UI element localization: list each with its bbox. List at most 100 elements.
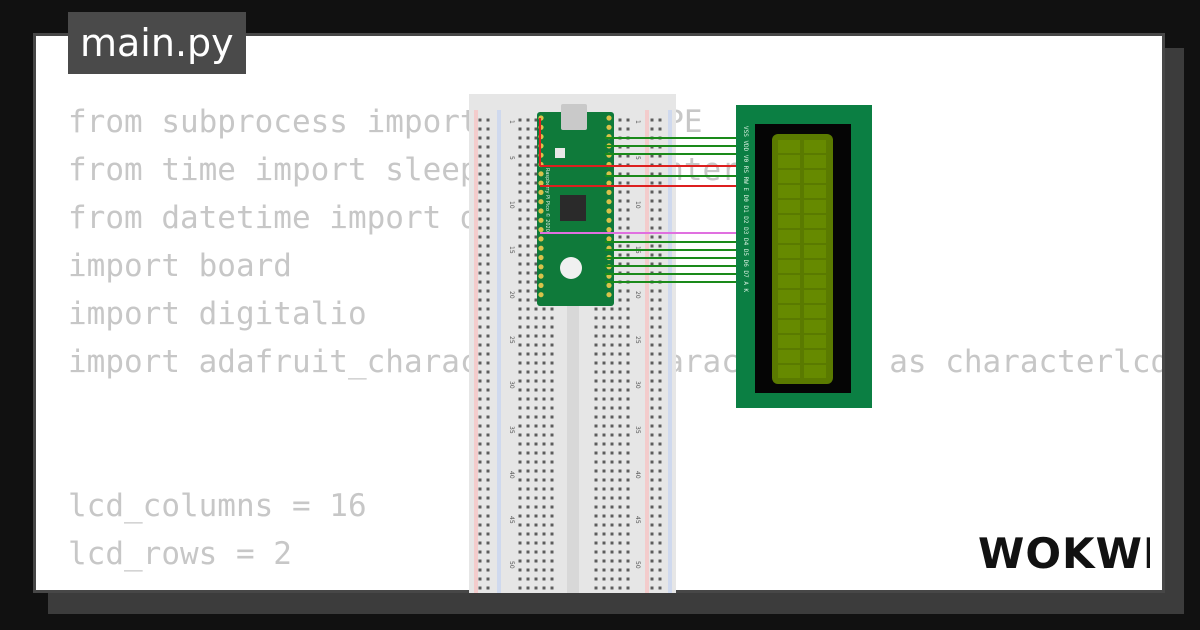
- breadboard-hole: [602, 334, 606, 338]
- breadboard-hole: [602, 478, 606, 482]
- breadboard-hole: [526, 316, 530, 320]
- breadboard-hole: [534, 433, 538, 437]
- breadboard-hole: [650, 442, 654, 446]
- breadboard-hole: [618, 298, 622, 302]
- breadboard-hole: [618, 199, 622, 203]
- breadboard-hole: [626, 190, 630, 194]
- breadboard-hole: [594, 523, 598, 527]
- breadboard-hole: [486, 244, 490, 248]
- breadboard-hole: [518, 478, 522, 482]
- lcd-char-cell: [804, 185, 826, 198]
- breadboard-hole: [478, 514, 482, 518]
- breadboard-hole: [478, 424, 482, 428]
- breadboard-hole: [550, 343, 554, 347]
- breadboard-hole: [550, 433, 554, 437]
- lcd-char-cell: [804, 260, 826, 273]
- breadboard-hole: [478, 181, 482, 185]
- breadboard-hole: [542, 433, 546, 437]
- breadboard-hole: [526, 127, 530, 131]
- breadboard-hole: [618, 307, 622, 311]
- breadboard-hole: [478, 280, 482, 284]
- breadboard-hole: [602, 370, 606, 374]
- breadboard-hole: [650, 172, 654, 176]
- breadboard-hole: [550, 307, 554, 311]
- breadboard-hole: [534, 325, 538, 329]
- breadboard-hole: [626, 298, 630, 302]
- breadboard-hole: [626, 127, 630, 131]
- breadboard-hole: [486, 559, 490, 563]
- breadboard-hole: [658, 181, 662, 185]
- breadboard-hole: [534, 532, 538, 536]
- breadboard-hole: [542, 442, 546, 446]
- breadboard-hole: [518, 550, 522, 554]
- breadboard-hole: [526, 181, 530, 185]
- breadboard-hole: [526, 568, 530, 572]
- breadboard-hole: [618, 226, 622, 230]
- breadboard-hole: [526, 469, 530, 473]
- breadboard-hole: [626, 406, 630, 410]
- breadboard-hole: [602, 316, 606, 320]
- breadboard-hole: [594, 433, 598, 437]
- breadboard-hole: [594, 388, 598, 392]
- breadboard-hole: [478, 442, 482, 446]
- breadboard-hole: [534, 523, 538, 527]
- breadboard-hole: [626, 172, 630, 176]
- breadboard-hole: [542, 514, 546, 518]
- breadboard-hole: [550, 469, 554, 473]
- breadboard-hole: [534, 262, 538, 266]
- breadboard-hole: [550, 460, 554, 464]
- breadboard-hole: [650, 325, 654, 329]
- breadboard-hole: [602, 514, 606, 518]
- breadboard-hole: [486, 289, 490, 293]
- breadboard-hole: [478, 172, 482, 176]
- breadboard-hole: [518, 451, 522, 455]
- pico-board: Raspberry Pi Pico © 2020: [537, 104, 614, 306]
- breadboard-hole: [534, 154, 538, 158]
- breadboard-hole: [658, 577, 662, 581]
- breadboard-hole: [594, 442, 598, 446]
- breadboard-hole: [534, 307, 538, 311]
- breadboard-hole: [626, 469, 630, 473]
- breadboard-hole: [550, 523, 554, 527]
- breadboard-hole: [650, 469, 654, 473]
- breadboard-hole: [658, 217, 662, 221]
- breadboard-hole: [626, 442, 630, 446]
- breadboard-hole: [526, 496, 530, 500]
- breadboard-hole: [478, 559, 482, 563]
- breadboard-hole: [550, 550, 554, 554]
- breadboard-hole: [658, 352, 662, 356]
- raspberry-logo-icon: [560, 257, 582, 279]
- breadboard-hole: [626, 478, 630, 482]
- breadboard-hole: [626, 208, 630, 212]
- breadboard-hole: [626, 352, 630, 356]
- breadboard-hole: [534, 451, 538, 455]
- breadboard-hole: [518, 190, 522, 194]
- breadboard-hole: [486, 568, 490, 572]
- breadboard-hole: [658, 487, 662, 491]
- file-tab[interactable]: main.py: [68, 12, 246, 74]
- pico-pin: [538, 264, 544, 270]
- breadboard-hole: [626, 226, 630, 230]
- breadboard-hole: [542, 541, 546, 545]
- breadboard-hole: [518, 217, 522, 221]
- breadboard-hole: [626, 568, 630, 572]
- breadboard-hole: [542, 505, 546, 509]
- breadboard-hole: [526, 334, 530, 338]
- breadboard-hole: [486, 532, 490, 536]
- breadboard-hole: [550, 478, 554, 482]
- breadboard-hole: [650, 577, 654, 581]
- breadboard-hole: [650, 586, 654, 590]
- lcd-char-cell: [804, 335, 826, 348]
- breadboard-hole: [478, 307, 482, 311]
- breadboard-hole: [602, 487, 606, 491]
- breadboard-hole: [526, 208, 530, 212]
- breadboard-hole: [534, 559, 538, 563]
- breadboard-hole: [658, 478, 662, 482]
- breadboard-hole: [526, 550, 530, 554]
- breadboard-hole: [478, 460, 482, 464]
- breadboard-hole: [518, 496, 522, 500]
- breadboard-hole: [618, 478, 622, 482]
- breadboard-hole: [534, 145, 538, 149]
- breadboard-hole: [518, 523, 522, 527]
- breadboard-hole: [550, 451, 554, 455]
